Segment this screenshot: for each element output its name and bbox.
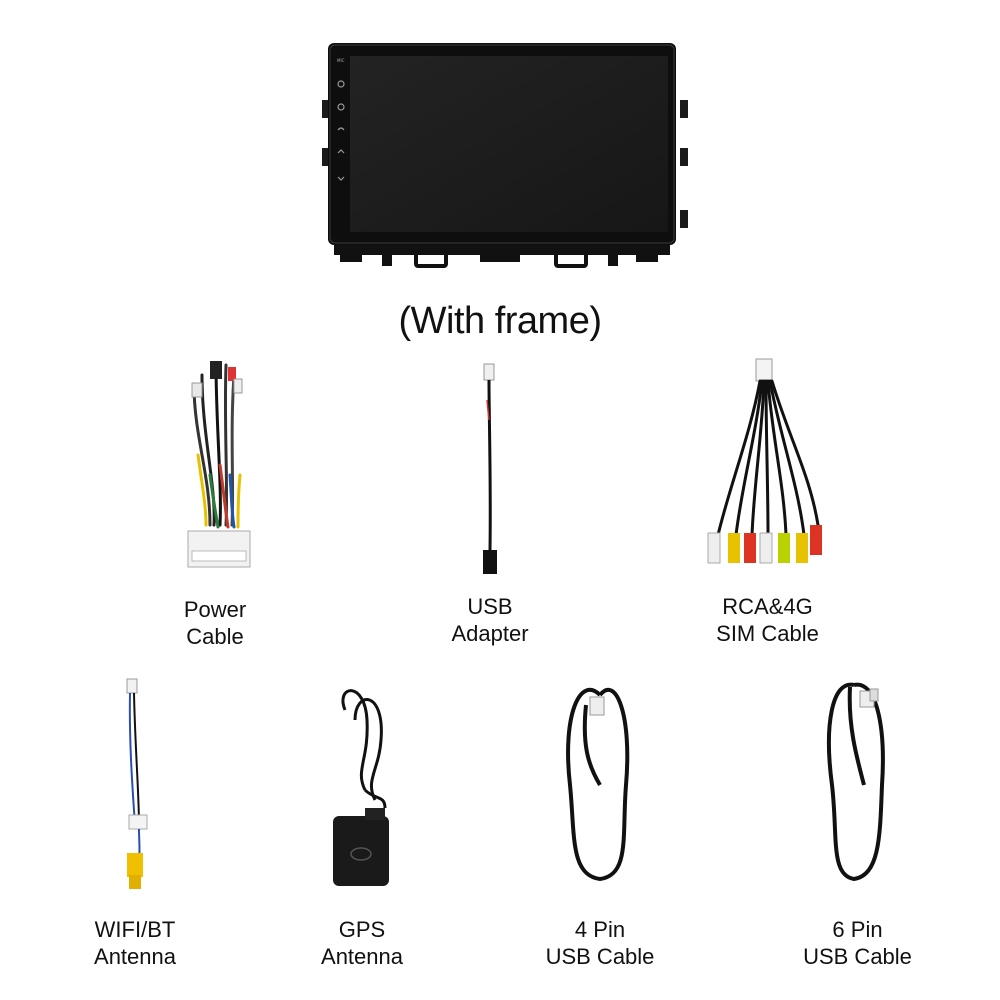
6-pin-usb-cable-image (826, 682, 885, 882)
power-cable-image (187, 361, 251, 568)
rca-4g-sim-cable-image (707, 358, 822, 564)
head-unit-image: MIC (322, 43, 688, 268)
svg-text:MIC: MIC (337, 58, 345, 63)
gps-antenna-image (333, 689, 389, 886)
wifi-bt-antenna-image (126, 678, 148, 889)
4-pin-usb-cable-image (566, 687, 630, 882)
frame-caption: (With frame) (398, 300, 603, 342)
usb-adapter-image (483, 363, 497, 574)
